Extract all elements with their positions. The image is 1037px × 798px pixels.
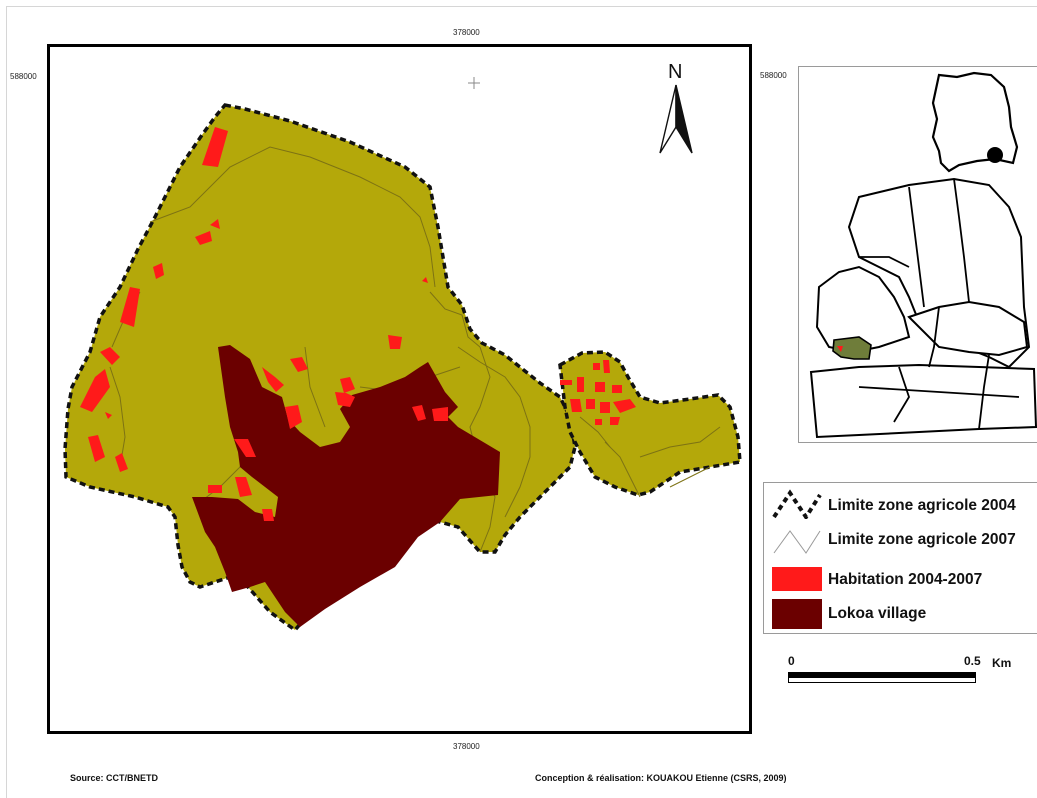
- scale-bar: 0 0.5 Km: [788, 650, 1028, 690]
- habitation-swatch: [772, 567, 822, 591]
- dashed-boundary-swatch-icon: [772, 489, 822, 519]
- coord-right-y: 588000: [760, 71, 787, 80]
- legend-item-habitation: Habitation 2004-2007: [764, 563, 1037, 597]
- footer-source: Source: CCT/BNETD: [70, 773, 159, 783]
- coord-top-x: 378000: [453, 28, 480, 37]
- scale-bar-solid: [788, 672, 976, 678]
- scale-start: 0: [788, 654, 795, 668]
- habitation-patches: [80, 127, 636, 521]
- coord-left-y: 588000: [10, 72, 37, 81]
- legend-item-boundary-2004: Limite zone agricole 2004: [764, 487, 1037, 521]
- legend-label-village: Lokoa village: [828, 605, 927, 622]
- main-map[interactable]: N: [47, 44, 752, 734]
- legend-label-boundary-2004: Limite zone agricole 2004: [828, 497, 1016, 514]
- agri-zone-east: [558, 350, 742, 497]
- legend-item-boundary-2007: Limite zone agricole 2007: [764, 523, 1037, 557]
- crosshair-icon: [468, 77, 480, 89]
- north-label: N: [668, 61, 683, 83]
- scale-bar-outline: [788, 678, 976, 683]
- study-area-marker: [837, 346, 843, 352]
- thin-boundary-swatch-icon: [773, 530, 821, 554]
- regions-outline: [809, 177, 1037, 439]
- coord-bottom-x: 378000: [453, 742, 480, 751]
- study-area-highlight: [832, 336, 872, 360]
- legend: Limite zone agricole 2004 Limite zone ag…: [763, 482, 1037, 634]
- legend-label-habitation: Habitation 2004-2007: [828, 571, 983, 588]
- inner-borders: [858, 178, 1020, 430]
- country-outline: [931, 71, 1019, 173]
- scale-unit: Km: [992, 656, 1012, 670]
- inset-map: [798, 66, 1037, 443]
- main-map-svg: [63, 77, 742, 633]
- inset-map-svg: [809, 71, 1037, 439]
- legend-item-village: Lokoa village: [764, 597, 1037, 631]
- legend-label-boundary-2007: Limite zone agricole 2007: [828, 531, 1016, 548]
- footer-credit: Conception & réalisation: KOUAKOU Etienn…: [535, 773, 787, 783]
- north-arrow-icon: [659, 84, 693, 154]
- village-swatch: [772, 599, 822, 629]
- location-dot-icon: [987, 147, 1003, 163]
- page-frame: [6, 6, 1037, 798]
- north-arrow: N: [656, 61, 696, 154]
- scale-end: 0.5: [964, 654, 981, 668]
